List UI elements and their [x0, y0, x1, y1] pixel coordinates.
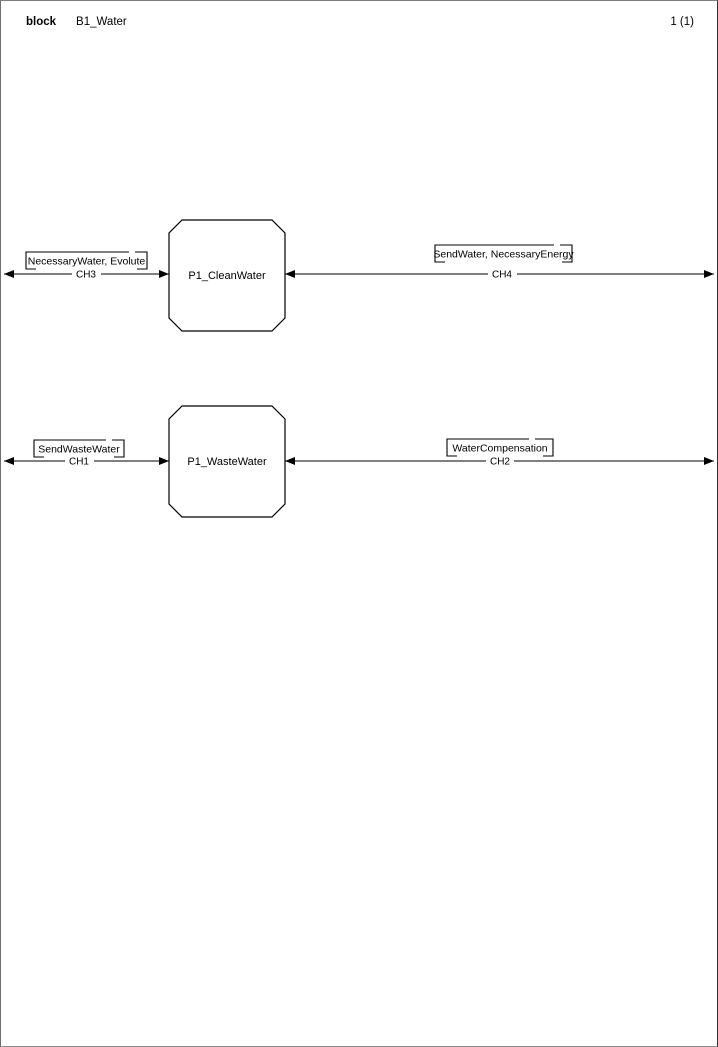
signal-list-bracket-right — [560, 244, 573, 263]
arrowhead-left-icon — [285, 270, 295, 278]
signal-list-bracket-left — [33, 439, 106, 458]
channel-name: CH2 — [490, 457, 510, 468]
signal-list-ch4[interactable]: SendWater, NecessaryEnergy — [433, 244, 574, 263]
signal-list-bracket-right — [112, 439, 125, 458]
diagram-kind-label: block — [26, 16, 57, 28]
arrowhead-right-icon — [159, 270, 169, 278]
signal-list-ch1[interactable]: SendWasteWater — [33, 439, 125, 458]
channel-name: CH3 — [76, 270, 96, 281]
process-p1-cleanwater[interactable]: P1_CleanWater — [168, 219, 286, 332]
page-number: 1 (1) — [670, 16, 694, 28]
signal-list-ch2[interactable]: WaterCompensation — [446, 438, 554, 457]
signal-list-ch3[interactable]: NecessaryWater, Evolute — [25, 251, 148, 270]
process-label: P1_CleanWater — [188, 270, 266, 282]
signal-list-text: NecessaryWater, Evolute — [28, 256, 146, 268]
process-p1-wastewater[interactable]: P1_WasteWater — [168, 405, 286, 518]
block-title: B1_Water — [76, 16, 127, 28]
channel-ch3[interactable]: CH3 NecessaryWater, Evolute — [4, 251, 169, 281]
channel-name: CH1 — [69, 457, 89, 468]
channel-ch4[interactable]: CH4 SendWater, NecessaryEnergy — [285, 244, 714, 281]
page-header: block B1_Water 1 (1) — [26, 16, 694, 32]
signal-list-text: SendWater, NecessaryEnergy — [433, 249, 574, 261]
arrowhead-right-icon — [159, 457, 169, 465]
process-label: P1_WasteWater — [187, 456, 267, 468]
arrowhead-left-icon — [4, 270, 14, 278]
process-symbol[interactable] — [168, 405, 286, 518]
channel-ch2[interactable]: CH2 WaterCompensation — [285, 438, 714, 468]
signal-list-bracket-right — [135, 251, 148, 270]
arrowhead-right-icon — [704, 270, 714, 278]
arrowhead-left-icon — [4, 457, 14, 465]
signal-list-bracket-left — [25, 251, 129, 270]
channel-ch1[interactable]: CH1 SendWasteWater — [4, 439, 169, 468]
channel-name: CH4 — [492, 270, 512, 281]
arrowhead-left-icon — [285, 457, 295, 465]
arrowhead-right-icon — [704, 457, 714, 465]
signal-list-text: SendWasteWater — [38, 444, 120, 456]
signal-list-text: WaterCompensation — [452, 443, 547, 455]
signal-list-bracket-left — [434, 244, 554, 263]
signal-list-bracket-right — [535, 438, 554, 457]
process-symbol[interactable] — [168, 219, 286, 332]
signal-list-bracket-left — [446, 438, 529, 457]
